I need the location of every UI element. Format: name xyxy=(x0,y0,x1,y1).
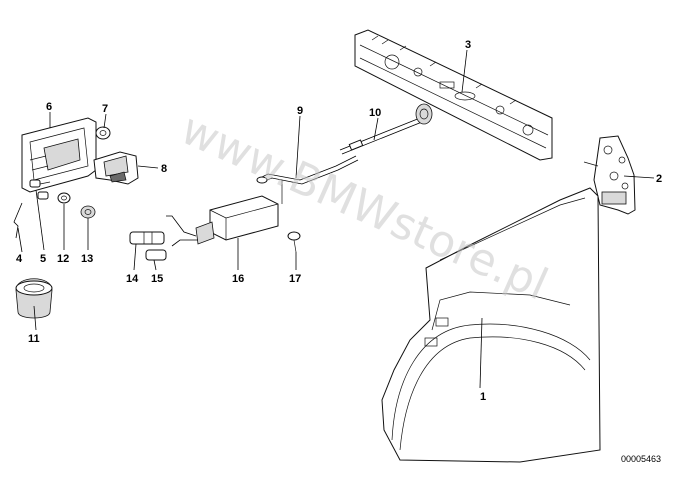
part-3-rear-panel xyxy=(354,29,553,161)
part-2-bracket xyxy=(583,135,636,215)
part-9-cable xyxy=(256,155,359,204)
part-15-plug xyxy=(145,249,167,261)
part-17-screw xyxy=(287,231,301,253)
label-part-3: 3 xyxy=(465,39,471,51)
part-1-side-panel xyxy=(381,187,601,463)
label-part-11: 11 xyxy=(28,333,40,345)
part-10-rod xyxy=(339,103,433,155)
label-part-10: 10 xyxy=(369,107,381,119)
part-5-screws xyxy=(29,179,51,200)
part-7-clip xyxy=(95,126,111,140)
part-14-plug xyxy=(129,231,165,245)
label-part-6: 6 xyxy=(46,101,52,113)
part-16-actuator xyxy=(166,195,279,247)
label-part-4: 4 xyxy=(16,253,23,265)
label-part-13: 13 xyxy=(81,253,93,265)
label-part-2: 2 xyxy=(656,173,662,185)
label-part-12: 12 xyxy=(57,253,69,265)
part-13-nut xyxy=(80,205,96,219)
label-part-7: 7 xyxy=(102,103,108,115)
part-8-bracket xyxy=(93,151,139,185)
label-part-8: 8 xyxy=(161,163,167,175)
part-12-grommet xyxy=(57,192,71,204)
label-part-14: 14 xyxy=(126,273,139,285)
label-part-17: 17 xyxy=(289,273,301,285)
part-6-flap-housing xyxy=(21,117,97,193)
part-4-wire xyxy=(13,202,23,239)
part-11-cap xyxy=(15,278,53,319)
label-part-5: 5 xyxy=(40,253,46,265)
label-part-15: 15 xyxy=(151,273,163,285)
label-part-16: 16 xyxy=(232,273,244,285)
reference-code: 00005463 xyxy=(621,454,661,464)
label-part-1: 1 xyxy=(480,391,486,403)
label-part-9: 9 xyxy=(297,105,303,117)
leader-lines xyxy=(17,49,655,389)
